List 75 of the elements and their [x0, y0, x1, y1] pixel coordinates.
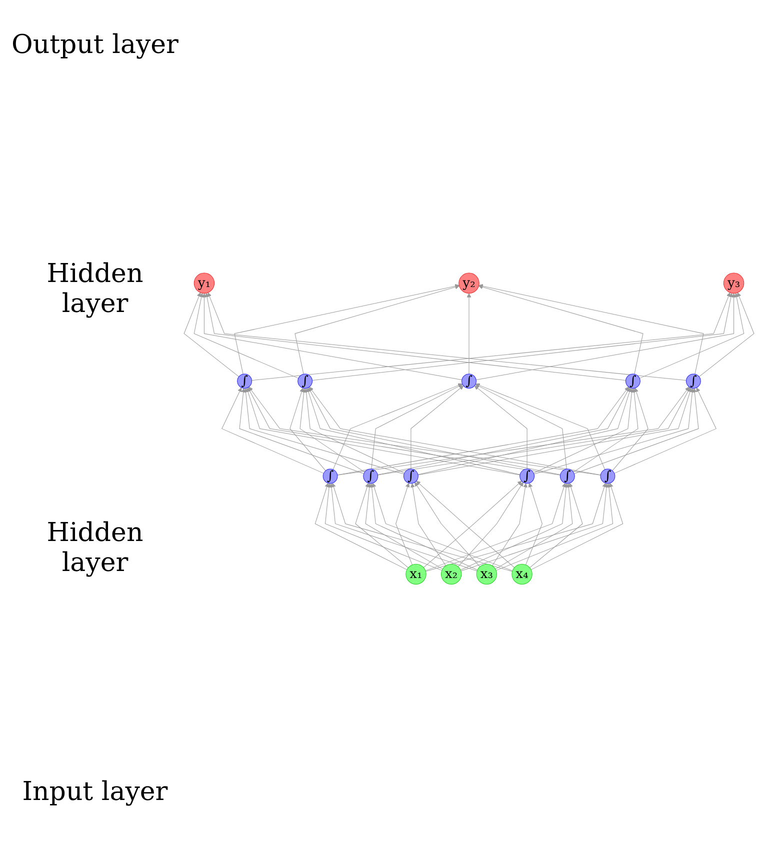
arrow — [294, 284, 460, 374]
arrow — [234, 284, 460, 374]
node-circle: ∫ — [298, 374, 312, 388]
arrow — [574, 388, 699, 474]
arrow — [425, 482, 566, 571]
arrow — [534, 388, 694, 474]
node-circle: ∫ — [404, 468, 418, 484]
node-circle: y₁ — [194, 272, 215, 294]
arrow — [396, 482, 412, 565]
node-circle: x₂ — [440, 564, 462, 584]
arrow — [194, 292, 299, 378]
node-circle: ∫ — [560, 468, 575, 484]
arrow — [304, 388, 405, 474]
arrow — [476, 292, 736, 380]
arrow — [478, 284, 704, 374]
node-circle: x₄ — [512, 564, 532, 584]
arrow — [410, 385, 464, 470]
arrow — [495, 483, 573, 570]
arrow — [410, 482, 446, 566]
node-circle: ∫ — [600, 468, 616, 484]
arrow — [202, 292, 462, 380]
arrow — [466, 292, 472, 374]
arrow — [460, 483, 568, 570]
arrow — [533, 388, 634, 474]
arrow — [639, 292, 744, 378]
node-circle: ∫ — [237, 374, 252, 388]
arrow — [314, 482, 408, 570]
arrow — [530, 482, 624, 570]
arrow — [370, 483, 478, 570]
arrow — [239, 388, 364, 474]
arrow — [418, 388, 632, 475]
node-circle: ∫ — [520, 468, 534, 484]
node-circle: ∫ — [363, 468, 378, 484]
arrow — [475, 384, 567, 470]
arrow — [332, 383, 463, 470]
arrow — [306, 388, 520, 475]
layer-label: Hidden layer — [46, 259, 144, 319]
arrow — [324, 483, 442, 571]
arrow — [371, 384, 463, 470]
layer-label: Input layer — [21, 777, 169, 807]
arrow — [425, 482, 606, 572]
arrow — [460, 483, 609, 572]
node-circle: y₃ — [723, 272, 744, 294]
arrow — [329, 483, 478, 572]
arrow — [300, 388, 365, 472]
arrow — [612, 388, 648, 471]
arrow — [698, 292, 754, 377]
arrow — [290, 388, 326, 471]
arrow — [614, 387, 716, 474]
node-circle: ∫ — [462, 374, 476, 388]
arrow — [332, 482, 513, 572]
arrow — [365, 483, 443, 570]
arrow — [530, 482, 583, 568]
node-circle: x₃ — [476, 564, 498, 584]
layer-label: Hidden layer — [46, 518, 144, 578]
arrow — [526, 482, 542, 565]
arrow — [492, 482, 528, 566]
arrow — [478, 284, 644, 374]
node-circle: y₂ — [458, 272, 480, 294]
arrow — [184, 292, 240, 377]
arrow — [355, 482, 408, 568]
arrow — [458, 482, 524, 567]
node-circle: ∫ — [322, 468, 338, 484]
node-circle: ∫ — [626, 374, 640, 388]
arrow — [222, 387, 324, 474]
arrow — [573, 388, 638, 472]
arrow — [244, 388, 404, 474]
node-circle: x₁ — [406, 564, 426, 584]
layer-label: Output layer — [10, 30, 180, 60]
arrow — [496, 483, 614, 571]
arrow — [372, 482, 513, 571]
arrow — [414, 482, 480, 567]
arrow — [475, 383, 606, 470]
arrow — [474, 385, 528, 470]
node-circle: ∫ — [686, 374, 701, 388]
